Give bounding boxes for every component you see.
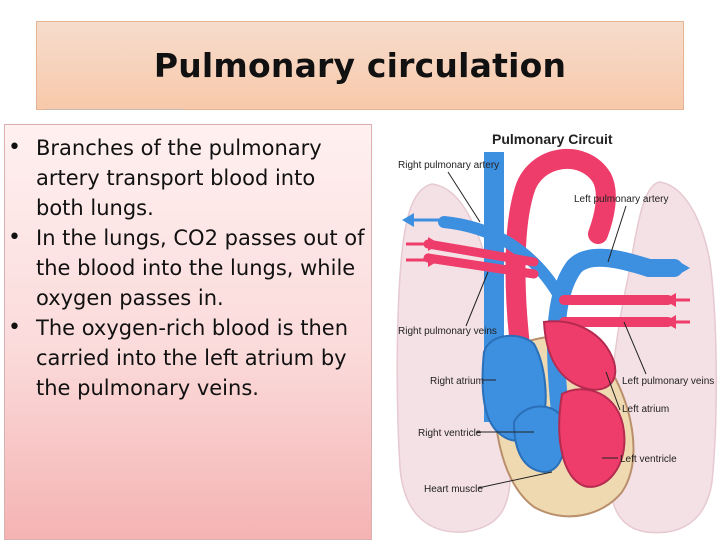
label-right-ventricle: Right ventricle [418, 428, 482, 439]
leader-heart-muscle [477, 471, 553, 489]
pulmonary-circuit-diagram: Pulmonary Circuit Right pulmonary artery… [396, 131, 718, 534]
right-pulmonary-veins-vessel [423, 239, 539, 279]
arrow-out-blue-right-lung-head [402, 213, 414, 227]
bullet-list: • Branches of the pulmonary artery trans… [5, 133, 373, 403]
label-left-pulmonary-artery: Left pulmonary artery [574, 194, 669, 205]
left-atrium-shape [542, 320, 617, 391]
label-left-pulmonary-veins: Left pulmonary veins [622, 376, 714, 387]
leader-left-pulmonary-veins [623, 321, 647, 375]
label-heart-muscle: Heart muscle [424, 484, 483, 495]
arrow-in-red-right-lung-1-head [428, 237, 440, 251]
bullet-item: • Branches of the pulmonary artery trans… [5, 133, 373, 223]
leader-left-atrium [605, 371, 621, 411]
left-pulmonary-veins-vessel [559, 295, 673, 327]
label-left-atrium: Left atrium [622, 404, 669, 415]
arrow-out-blue-left-lung-head [678, 261, 690, 275]
label-left-ventricle: Left ventricle [620, 454, 677, 465]
diagram-title: Pulmonary Circuit [492, 131, 613, 147]
left-ventricle-shape [558, 388, 626, 488]
title-box: Pulmonary circulation [36, 21, 684, 110]
bullet-dot: • [8, 225, 21, 250]
bullet-item: • The oxygen-rich blood is then carried … [5, 313, 373, 403]
bullet-panel: • Branches of the pulmonary artery trans… [4, 124, 372, 540]
bullet-item: • In the lungs, CO2 passes out of the bl… [5, 223, 373, 313]
label-right-pulmonary-artery: Right pulmonary artery [398, 160, 499, 171]
slide-title: Pulmonary circulation [153, 46, 567, 85]
arrow-in-red-left-lung-1-head [664, 293, 676, 307]
leader-right-pulmonary-veins [465, 271, 489, 327]
right-pulmonary-artery-vessel [438, 216, 566, 303]
bullet-text: The oxygen-rich blood is then carried in… [36, 316, 349, 400]
arrow-in-red-right-lung-2-head [428, 253, 440, 267]
label-right-pulmonary-veins: Right pulmonary veins [398, 326, 497, 337]
bullet-text: In the lungs, CO2 passes out of the bloo… [36, 226, 365, 310]
bullet-dot: • [8, 135, 21, 160]
leader-lines [447, 171, 647, 489]
bullet-dot: • [8, 315, 21, 340]
arrow-in-red-left-lung-2-head [664, 315, 676, 329]
leader-right-pulmonary-artery [447, 171, 481, 223]
flow-arrows [402, 213, 690, 329]
label-right-atrium: Right atrium [430, 376, 484, 387]
bullet-text: Branches of the pulmonary artery transpo… [36, 136, 322, 220]
leader-left-pulmonary-artery [607, 205, 627, 263]
aorta-vessel [505, 148, 616, 372]
